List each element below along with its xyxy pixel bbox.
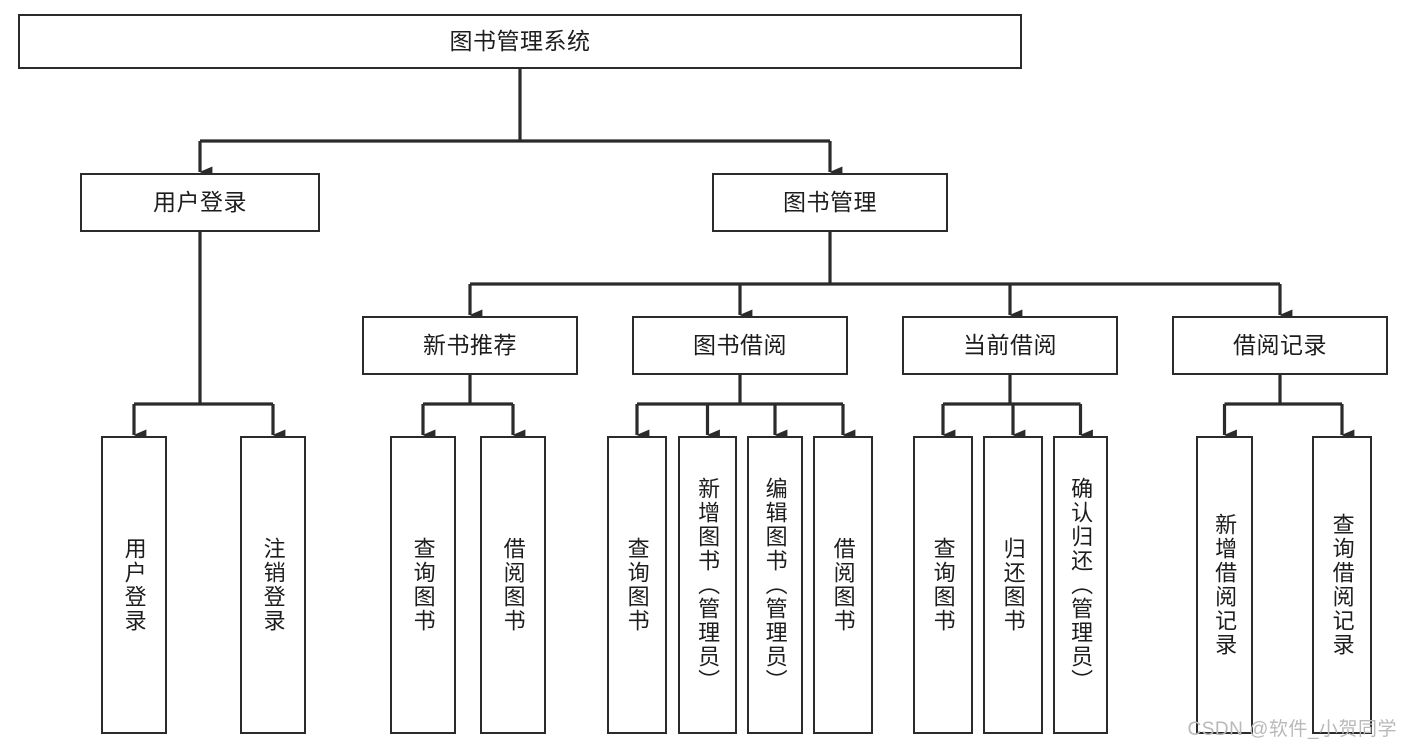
node-root-label: 图书管理系统 [449, 27, 591, 54]
node-leaf-user-login[interactable]: 用户登录 [101, 436, 167, 734]
node-leaf-logout-label: 注销登录 [260, 537, 286, 633]
node-leaf-add-book[interactable]: 新增图书（管理员） [678, 436, 737, 734]
node-leaf-query-book-3-label: 查询图书 [930, 537, 956, 633]
node-current-borrow[interactable]: 当前借阅 [902, 316, 1118, 375]
node-leaf-add-book-label: 新增图书（管理员） [695, 477, 721, 693]
node-leaf-return-book-label: 归还图书 [1000, 537, 1026, 633]
node-leaf-borrow-book-1[interactable]: 借阅图书 [480, 436, 546, 734]
node-book-borrow-label: 图书借阅 [693, 331, 787, 358]
node-leaf-query-record-label: 查询借阅记录 [1329, 513, 1355, 657]
node-leaf-query-book-1[interactable]: 查询图书 [390, 436, 456, 734]
node-leaf-borrow-book-1-label: 借阅图书 [500, 537, 526, 633]
node-new-book-recommend[interactable]: 新书推荐 [362, 316, 578, 375]
node-leaf-confirm-return[interactable]: 确认归还（管理员） [1053, 436, 1108, 734]
node-leaf-user-login-label: 用户登录 [121, 537, 147, 633]
node-book-borrow[interactable]: 图书借阅 [632, 316, 848, 375]
node-leaf-edit-book[interactable]: 编辑图书（管理员） [747, 436, 803, 734]
node-leaf-query-record[interactable]: 查询借阅记录 [1312, 436, 1372, 734]
node-leaf-add-record-label: 新增借阅记录 [1212, 513, 1238, 657]
node-leaf-borrow-book-2[interactable]: 借阅图书 [813, 436, 873, 734]
node-root[interactable]: 图书管理系统 [18, 14, 1022, 69]
node-leaf-confirm-return-label: 确认归还（管理员） [1068, 477, 1094, 693]
node-borrow-record[interactable]: 借阅记录 [1172, 316, 1388, 375]
node-leaf-borrow-book-2-label: 借阅图书 [830, 537, 856, 633]
node-new-book-recommend-label: 新书推荐 [423, 331, 517, 358]
node-borrow-record-label: 借阅记录 [1233, 331, 1327, 358]
node-current-borrow-label: 当前借阅 [963, 331, 1057, 358]
node-leaf-query-book-3[interactable]: 查询图书 [913, 436, 973, 734]
csdn-watermark: CSDN @软件_小贺同学 [1187, 719, 1397, 740]
node-user-login-label: 用户登录 [153, 188, 247, 215]
node-book-manage-label: 图书管理 [783, 188, 877, 215]
node-leaf-query-book-2[interactable]: 查询图书 [607, 436, 667, 734]
node-book-manage[interactable]: 图书管理 [712, 173, 948, 232]
node-leaf-add-record[interactable]: 新增借阅记录 [1196, 436, 1253, 734]
node-leaf-return-book[interactable]: 归还图书 [983, 436, 1043, 734]
node-user-login[interactable]: 用户登录 [80, 173, 320, 232]
node-leaf-edit-book-label: 编辑图书（管理员） [762, 477, 788, 693]
node-leaf-query-book-2-label: 查询图书 [624, 537, 650, 633]
node-leaf-logout[interactable]: 注销登录 [240, 436, 306, 734]
node-leaf-query-book-1-label: 查询图书 [410, 537, 436, 633]
